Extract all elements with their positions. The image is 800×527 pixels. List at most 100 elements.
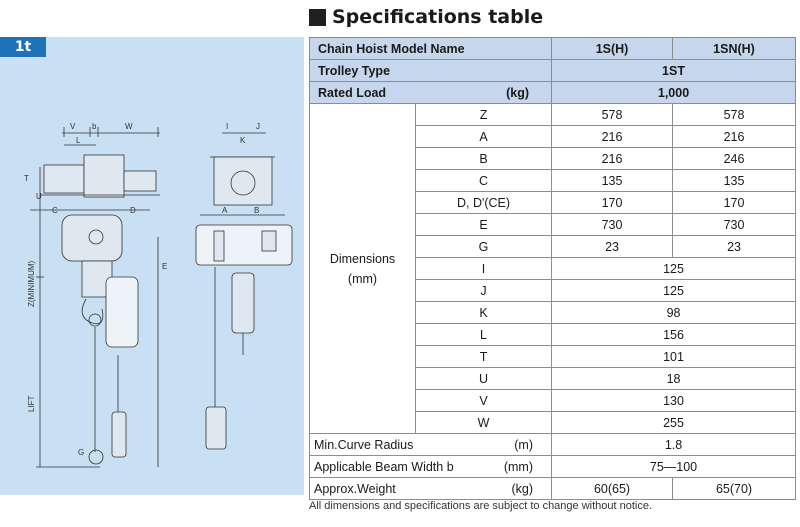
dim-value-2: 23 [672, 235, 797, 258]
beam-width: Applicable Beam Width b (mm) 75―100 [308, 455, 797, 478]
curve-radius: Min.Curve Radius (m) 1.8 [308, 433, 797, 456]
dim-value: 125 [551, 279, 797, 302]
curve-radius-label-cell: Min.Curve Radius (m) [308, 433, 553, 456]
capacity-badge: 1t [0, 37, 46, 57]
model-label: Chain Hoist Model Name [308, 37, 553, 60]
dim-value-1: 578 [551, 103, 674, 126]
diagram-panel [0, 37, 304, 495]
trolley-label: Trolley Type [308, 59, 553, 82]
dim-value: 130 [551, 389, 797, 412]
dim-label-lift: LIFT [27, 395, 36, 412]
approx-weight-unit: (kg) [511, 481, 534, 496]
dim-value: 156 [551, 323, 797, 346]
dim-label-b: b [92, 122, 97, 131]
dim-key: V [414, 389, 553, 412]
dim-label-t: T [24, 174, 29, 183]
approx-weight-value-1: 60(65) [551, 477, 674, 500]
curve-radius-unit: (m) [514, 437, 534, 452]
dim-label-j: J [256, 122, 260, 131]
dim-key: K [414, 301, 553, 324]
dim-value: 18 [551, 367, 797, 390]
dim-key: A [414, 125, 553, 148]
load-value: 1,000 [551, 81, 797, 104]
model-2: 1SN(H) [672, 37, 797, 60]
dim-value-1: 170 [551, 191, 674, 214]
dim-value-1: 23 [551, 235, 674, 258]
dim-value: 125 [551, 257, 797, 280]
section-title: Specifications table [309, 4, 543, 30]
dim-key: Z [414, 103, 553, 126]
dim-label-l: L [76, 136, 81, 145]
dim-label-c: C [52, 206, 58, 215]
curve-radius-value: 1.8 [551, 433, 797, 456]
dimensions-label-cell: Dimensions (mm) [309, 103, 416, 434]
title-square-icon [309, 8, 326, 26]
dim-key: G [414, 235, 553, 258]
load-label-cell: Rated Load (kg) [308, 81, 553, 104]
dim-label-a: A [222, 206, 228, 215]
dim-key: D, D'(CE) [414, 191, 553, 214]
row-trolley: Trolley Type 1ST [308, 59, 797, 82]
dim-key: I [414, 257, 553, 280]
dim-value-1: 730 [551, 213, 674, 236]
dim-key: E [414, 213, 553, 236]
dim-label-d: D [130, 206, 136, 215]
beam-width-value: 75―100 [551, 455, 797, 478]
beam-width-unit: (mm) [503, 459, 534, 474]
approx-weight-label: Approx.Weight [314, 481, 396, 496]
front-view [195, 132, 293, 450]
footnote: All dimensions and specifications are su… [309, 500, 653, 512]
dim-label-e: E [162, 262, 167, 271]
dim-key: J [414, 279, 553, 302]
dim-key: U [414, 367, 553, 390]
dim-value-2: 170 [672, 191, 797, 214]
dimensions-unit: (mm) [347, 271, 378, 286]
dim-value-1: 216 [551, 125, 674, 148]
dim-value-1: 135 [551, 169, 674, 192]
model-1: 1S(H) [551, 37, 674, 60]
dim-value-2: 216 [672, 125, 797, 148]
dim-label-k: K [240, 136, 246, 145]
dim-label-i: I [226, 122, 228, 131]
dim-label-g: G [78, 448, 84, 457]
beam-width-label: Applicable Beam Width b [314, 459, 454, 474]
dim-value: 255 [551, 411, 797, 434]
beam-width-label-cell: Applicable Beam Width b (mm) [308, 455, 553, 478]
title-text: Specifications table [332, 6, 544, 28]
hoist-diagram: V b W L T U C D I J K A B E G Z(MINIMUM)… [24, 122, 293, 468]
dim-key: T [414, 345, 553, 368]
approx-weight-value-2: 65(70) [672, 477, 797, 500]
approx-weight-label-cell: Approx.Weight (kg) [308, 477, 553, 500]
dim-label-u: U [36, 192, 42, 201]
dim-value-2: 578 [672, 103, 797, 126]
dim-value-1: 216 [551, 147, 674, 170]
dim-label-w: W [125, 122, 133, 131]
dim-value: 98 [551, 301, 797, 324]
approx-weight: Approx.Weight (kg) 60(65)65(70) [308, 477, 797, 500]
dim-key: W [414, 411, 553, 434]
spec-table: Chain Hoist Model Name 1S(H) 1SN(H) Trol… [308, 37, 797, 500]
curve-radius-label: Min.Curve Radius [314, 437, 414, 452]
dim-key: L [414, 323, 553, 346]
dim-label-b2: B [254, 206, 259, 215]
dim-value-2: 730 [672, 213, 797, 236]
dim-value-2: 246 [672, 147, 797, 170]
dim-label-z: Z(MINIMUM) [27, 260, 36, 307]
trolley-value: 1ST [551, 59, 797, 82]
dim-key: C [414, 169, 553, 192]
side-view [30, 127, 160, 468]
row-load: Rated Load (kg) 1,000 [308, 81, 797, 104]
dim-value: 101 [551, 345, 797, 368]
dim-key: B [414, 147, 553, 170]
dim-value-2: 135 [672, 169, 797, 192]
load-label: Rated Load [318, 85, 387, 100]
dim-label-v: V [70, 122, 76, 131]
dimensions-label: Dimensions [329, 251, 396, 266]
load-unit: (kg) [506, 85, 530, 100]
